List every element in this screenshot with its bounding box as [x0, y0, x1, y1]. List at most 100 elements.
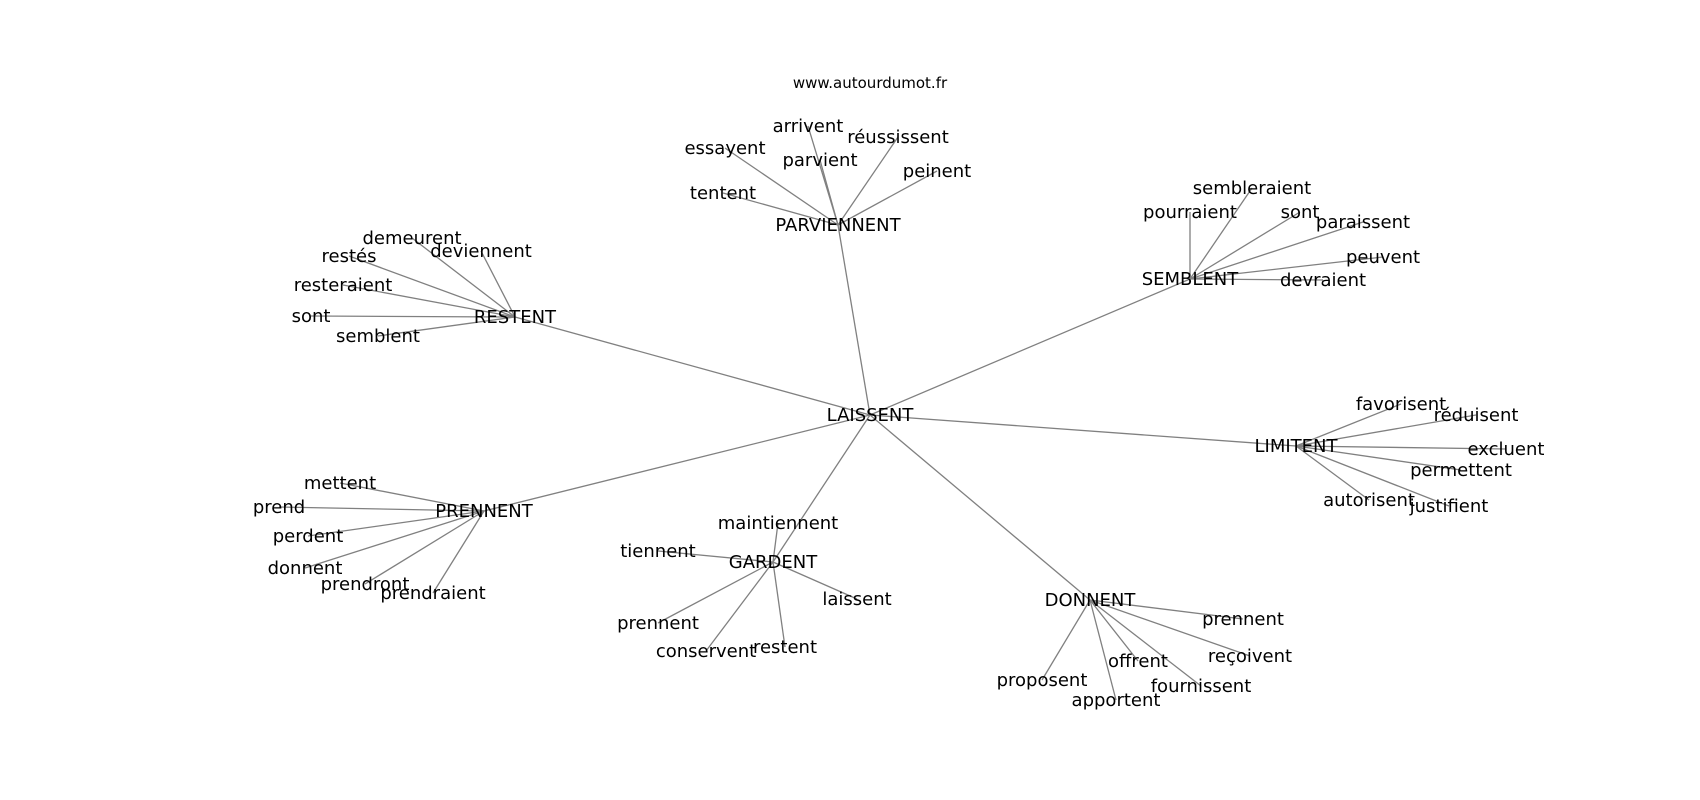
leaf-node: arrivent — [773, 116, 844, 137]
edge-limitent-5 — [1295, 445, 1450, 507]
leaf-node: devraient — [1280, 270, 1366, 291]
edge-gardent-4 — [705, 561, 774, 652]
edge-semblent-0 — [1189, 187, 1253, 280]
leaf-node: sont — [1281, 202, 1320, 223]
edge-prennent-4 — [364, 510, 485, 585]
edge-limitent-0 — [1295, 403, 1402, 447]
edge-center-parviennent — [837, 224, 871, 416]
edge-prennent-2 — [307, 510, 485, 537]
edge-parviennent-5 — [722, 192, 839, 226]
edge-limitent-1 — [1295, 414, 1477, 447]
edge-semblent-2 — [1189, 211, 1301, 280]
leaf-node: restent — [753, 637, 817, 658]
edge-parviennent-1 — [837, 136, 899, 226]
leaf-node: favorisent — [1356, 394, 1446, 415]
edge-center-prennent — [483, 414, 871, 512]
leaf-node: tiennent — [620, 541, 696, 562]
edge-restent-2 — [480, 250, 516, 318]
edge-parviennent-3 — [819, 159, 839, 226]
edge-gardent-1 — [657, 550, 774, 563]
edge-limitent-4 — [1295, 445, 1370, 501]
edge-donnent-5 — [1089, 599, 1117, 701]
leaf-node: reçoivent — [1208, 646, 1292, 667]
edges-layer — [278, 125, 1507, 701]
cluster-node-semblent: SEMBLENT — [1142, 269, 1240, 290]
edge-donnent-4 — [1041, 599, 1091, 681]
leaf-node: deviennent — [430, 241, 532, 262]
leaf-node: paraissent — [1316, 212, 1410, 233]
cluster-node-gardent: GARDENT — [729, 552, 818, 573]
leaf-node: pourraient — [1143, 202, 1237, 223]
edge-donnent-3 — [1089, 599, 1202, 687]
leaf-node: semblent — [336, 326, 420, 347]
leaf-node: donnent — [268, 558, 343, 579]
edge-parviennent-4 — [837, 170, 938, 226]
cluster-node-parviennent: PARVIENNENT — [775, 215, 901, 236]
leaf-node: prennent — [617, 613, 699, 634]
leaf-node: réussissent — [847, 127, 949, 148]
edge-prennent-5 — [432, 510, 485, 594]
edge-center-donnent — [869, 414, 1091, 601]
leaf-node: sont — [292, 306, 331, 327]
leaf-node: proposent — [997, 670, 1088, 691]
leaf-node: maintiennent — [718, 513, 838, 534]
leaf-node: restés — [322, 246, 377, 267]
leaf-node: resteraient — [294, 275, 393, 296]
edge-center-gardent — [772, 414, 871, 563]
leaf-node: justifient — [1409, 496, 1489, 517]
leaf-node: conservent — [656, 641, 756, 662]
leaf-node: sembleraient — [1193, 178, 1311, 199]
leaf-node: excluent — [1468, 439, 1545, 460]
edge-semblent-5 — [1189, 278, 1324, 281]
leaf-node: offrent — [1108, 651, 1168, 672]
leaf-node: perdent — [273, 526, 344, 547]
edge-semblent-3 — [1189, 221, 1364, 280]
edge-gardent-2 — [772, 561, 858, 600]
edge-restent-0 — [411, 237, 516, 318]
edge-center-limitent — [869, 414, 1297, 447]
leaf-node: autorisent — [1323, 490, 1415, 511]
edge-limitent-3 — [1295, 445, 1462, 471]
leaf-node: tentent — [690, 183, 756, 204]
leaf-node: laissent — [822, 589, 891, 610]
leaf-node: permettent — [1410, 460, 1512, 481]
source-label: www.autourdumot.fr — [793, 74, 948, 92]
edge-parviennent-2 — [724, 147, 839, 226]
leaf-node: mettent — [304, 473, 376, 494]
edge-restent-1 — [348, 255, 516, 318]
edge-donnent-1 — [1089, 599, 1251, 657]
cluster-node-restent: RESTENT — [474, 307, 557, 328]
edge-restent-3 — [342, 284, 516, 318]
cluster-node-prennent: PRENNENT — [435, 501, 534, 522]
leaf-node: apportent — [1072, 690, 1161, 711]
leaf-node: prendraient — [380, 583, 485, 604]
edge-prennent-3 — [304, 510, 485, 569]
leaf-node: peuvent — [1346, 247, 1420, 268]
edge-prennent-0 — [339, 482, 485, 512]
cluster-node-donnent: DONNENT — [1045, 590, 1137, 611]
edge-donnent-0 — [1089, 599, 1244, 620]
leaf-node: réduisent — [1434, 405, 1519, 426]
edge-semblent-4 — [1189, 256, 1384, 280]
edge-restent-4 — [310, 315, 516, 318]
edge-gardent-0 — [772, 522, 779, 563]
labels-layer: www.autourdumot.fr LAISSENT PARVIENNENT ar… — [253, 74, 1545, 711]
leaf-node: prendront — [321, 574, 410, 595]
leaf-node: essayent — [684, 138, 765, 159]
edge-limitent-2 — [1295, 445, 1507, 450]
center-node: LAISSENT — [827, 405, 915, 426]
leaf-node: peinent — [903, 161, 971, 182]
edge-prennent-1 — [278, 506, 485, 512]
edge-restent-5 — [377, 316, 516, 337]
leaf-node: prennent — [1202, 609, 1284, 630]
leaf-node: parvient — [782, 150, 857, 171]
cluster-node-limitent: LIMITENT — [1254, 436, 1338, 457]
leaf-node: demeurent — [362, 228, 461, 249]
edge-donnent-2 — [1089, 599, 1139, 662]
edge-gardent-3 — [657, 561, 774, 624]
edge-center-semblent — [869, 278, 1191, 416]
leaf-node: fournissent — [1151, 676, 1252, 697]
edge-gardent-5 — [772, 561, 786, 648]
leaf-node: prend — [253, 497, 305, 518]
